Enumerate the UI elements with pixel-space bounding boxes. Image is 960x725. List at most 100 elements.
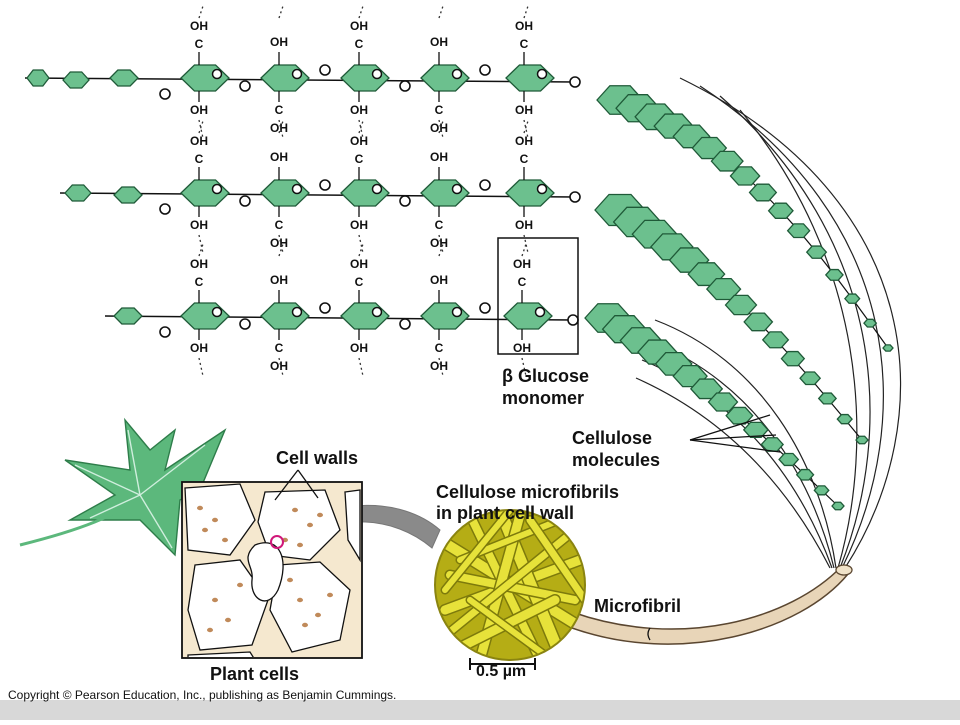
chain-glucose-hexagon-icon: [705, 277, 742, 301]
chain-glucose-hexagon-icon: [767, 202, 794, 219]
leading-glucose-ring-icon: [62, 71, 90, 89]
chain-glucose-hexagon-icon: [786, 223, 811, 239]
chain-glucose-hexagon-icon: [836, 413, 853, 425]
label-pointer-line: [689, 414, 771, 441]
glycosidic-oxygen-icon: [569, 191, 581, 203]
organelle-dot-icon: [302, 622, 308, 628]
chain-glucose-hexagon-icon: [710, 150, 744, 172]
glucose-ring-icon: [420, 302, 470, 330]
organelle-dot-icon: [212, 517, 218, 523]
chain-glucose-hexagon-icon: [824, 268, 844, 281]
chain-glucose-hexagon-icon: [761, 331, 790, 349]
organelle-dot-icon: [197, 505, 203, 511]
leading-glucose-ring-icon: [109, 69, 139, 87]
microfibril-label: Microfibril: [594, 596, 682, 616]
hydrogen-bond-line: [523, 5, 529, 19]
hydrogen-bond-line: [198, 243, 204, 257]
hydrogen-bond-line: [438, 119, 444, 139]
hydroxyl-label: OH: [513, 257, 531, 271]
glycosidic-oxygen-icon: [319, 179, 331, 191]
organelle-dot-icon: [207, 627, 213, 633]
plant-cell-outline: [184, 483, 256, 556]
microfibril-pointer-mark: [647, 627, 651, 641]
glucose-label-line1: β Glucose: [502, 366, 590, 386]
carbon-atom-label: C: [355, 152, 364, 166]
chain-glucose-hexagon-icon: [748, 183, 778, 202]
carbon-atom-label: C: [435, 218, 444, 232]
hydroxyl-label: OH: [430, 359, 448, 373]
glycosidic-oxygen-icon: [399, 80, 411, 92]
ring-oxygen-icon: [211, 306, 223, 318]
plant-cell-vacuole: [247, 542, 284, 602]
highlight-circle-icon: [270, 535, 284, 549]
chain-glucose-hexagon-icon: [760, 437, 785, 452]
fibril-strand-line: [442, 511, 513, 593]
glycosidic-oxygen-icon: [479, 302, 491, 314]
cell-walls-pointer-line: [297, 469, 319, 499]
cellulose-fiber-line: [635, 377, 831, 569]
glycosidic-oxygen-icon: [319, 64, 331, 76]
leading-glucose-ring-icon: [26, 69, 50, 87]
scale-bar-label: 0.5 µm: [476, 663, 527, 680]
hydrogen-bond-line: [358, 357, 364, 377]
carbon-atom-label: C: [195, 152, 204, 166]
glycosidic-oxygen-icon: [399, 318, 411, 330]
cellulose-fiber-line: [679, 77, 901, 569]
hydroxyl-label: OH: [350, 341, 368, 355]
cellulose-fiber-line: [739, 109, 858, 569]
hydroxyl-label: OH: [515, 103, 533, 117]
cell-walls-pointer-line: [274, 469, 299, 501]
glucose-label-line2: monomer: [502, 388, 585, 408]
hydroxyl-label: OH: [430, 35, 448, 49]
hydrogen-bond-line: [523, 120, 529, 134]
hydroxyl-label: OH: [350, 103, 368, 117]
organelle-dot-icon: [287, 577, 293, 583]
leading-glucose-ring-icon: [64, 184, 92, 202]
ring-oxygen-icon: [291, 68, 303, 80]
hydrogen-bond-line: [358, 243, 364, 257]
carbon-atom-label: C: [435, 341, 444, 355]
chain-backbone-line: [104, 315, 574, 321]
hydroxyl-label: OH: [350, 257, 368, 271]
hydrogen-bond-line: [198, 5, 204, 19]
carbon-atom-label: C: [275, 218, 284, 232]
hydroxyl-label: OH: [350, 218, 368, 232]
hydrogen-bond-line: [438, 5, 444, 19]
hydroxyl-label: OH: [515, 218, 533, 232]
leaf-stem: [19, 493, 142, 547]
hydrogen-bond-line: [438, 243, 444, 257]
carbon-atom-label: C: [195, 37, 204, 51]
hydrogen-bond-line: [198, 234, 204, 254]
glucose-ring-icon: [505, 179, 555, 207]
ring-oxygen-icon: [291, 183, 303, 195]
footer-bar: [0, 700, 960, 720]
chain-backbone-line: [59, 192, 576, 198]
chain-glucose-hexagon-icon: [729, 166, 761, 186]
carbon-atom-label: C: [435, 103, 444, 117]
chain-glucose-hexagon-icon: [843, 293, 861, 304]
leaf-veins: [74, 429, 206, 549]
plant-cells-box: [181, 481, 363, 659]
glucose-ring-icon: [260, 302, 310, 330]
hydroxyl-label: OH: [430, 273, 448, 287]
glucose-chains: COHOHOHCOHCOHOHOHCOHCOHOHCOHOHOHCOHCOHOH…: [24, 5, 581, 377]
glucose-ring: OH C OH: [420, 243, 470, 377]
hydrogen-bond-line: [278, 120, 284, 134]
plant-cells-label: Plant cells: [210, 664, 300, 684]
leading-glucose-ring-icon: [113, 307, 143, 325]
hydroxyl-label: OH: [430, 150, 448, 164]
glycosidic-oxygen-icon: [159, 88, 171, 100]
glycosidic-oxygen-icon: [319, 302, 331, 314]
hydrogen-bond-line: [278, 119, 284, 139]
organelle-dot-icon: [237, 582, 243, 588]
chain-glucose-hexagon-icon: [780, 350, 806, 367]
cellulose-fiber-line: [719, 95, 871, 569]
leading-glucose-ring-icon: [113, 186, 143, 204]
hydrogen-bond-line: [358, 5, 364, 19]
